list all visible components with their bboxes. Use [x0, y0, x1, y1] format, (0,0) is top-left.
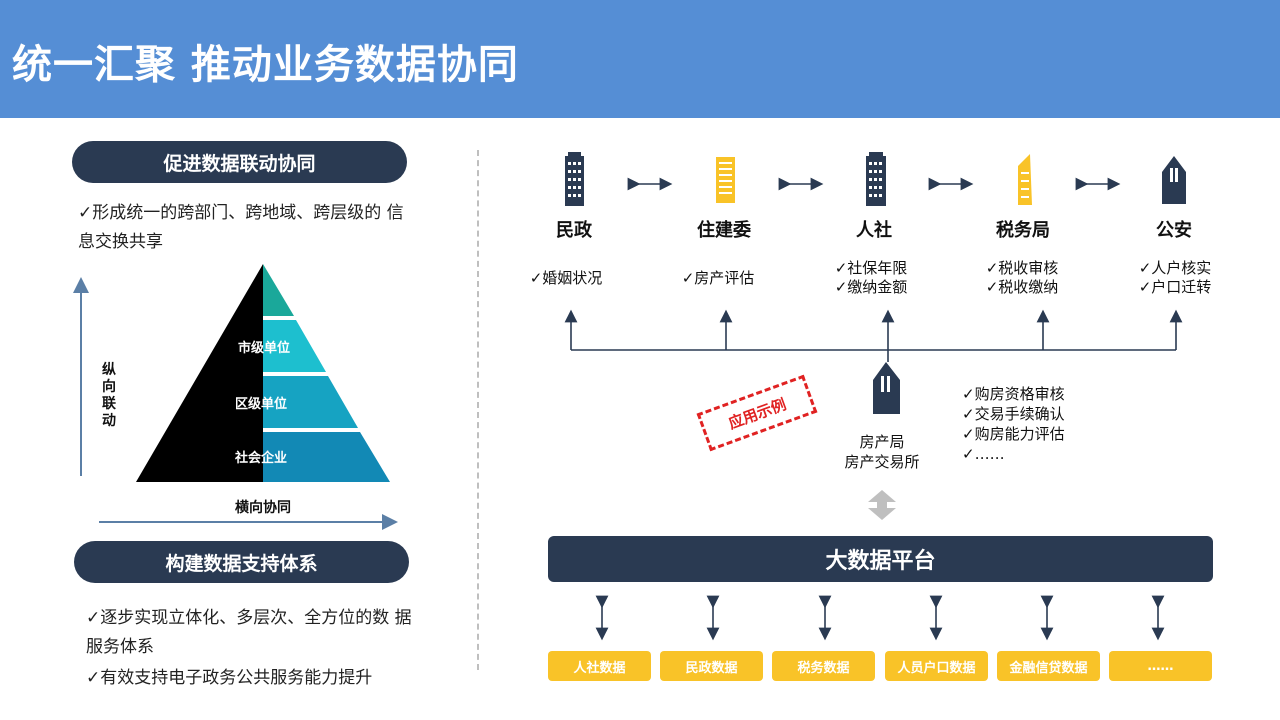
data-source-shuiwu: 税务数据: [772, 651, 875, 681]
column-divider: [477, 150, 479, 670]
agency-name-zhujianwei: 住建委: [697, 220, 751, 241]
building-icon-shuiwuju: [1018, 154, 1032, 205]
agency-items-gongan: ✓人户核实 ✓户口迁转: [1138, 259, 1212, 296]
agency-items-shuiwuju: ✓税收审核 ✓税收缴纳: [985, 259, 1059, 296]
pyramid-label-city: 市级单位: [238, 340, 290, 356]
agency-name-shuiwuju: 税务局: [996, 220, 1050, 241]
pyramid-level-district: [263, 376, 358, 428]
data-source-jinrong: 金融信贷数据: [997, 651, 1100, 681]
building-icon-renshe: [866, 152, 886, 206]
building-icon-gongan: [1162, 156, 1186, 204]
bullet-service-system: ✓逐步实现立体化、多层次、全方位的数 据服务体系: [86, 608, 412, 657]
building-icon-minzheng: [565, 152, 584, 206]
pyramid-label-enterprise: 社会企业: [234, 450, 287, 466]
section-title-data-support: 构建数据支持体系: [74, 541, 409, 583]
section-title-data-linkage: 促进数据联动协同: [72, 141, 407, 183]
agency-name-gongan: 公安: [1156, 220, 1192, 241]
data-source-arrows: [595, 595, 1165, 641]
data-source-hukou: 人员户口数据: [885, 651, 988, 681]
vertical-axis-label: 纵向联动: [102, 361, 117, 429]
pyramid-level-top: [263, 264, 294, 316]
pyramid-level-enterprise: [263, 432, 390, 482]
data-source-minzheng: 民政数据: [660, 651, 763, 681]
data-source-renshe: 人社数据: [548, 651, 651, 681]
vertical-axis-label-text: 纵向联动: [102, 361, 117, 429]
bullet-egov-capability: ✓有效支持电子政务公共服务能力提升: [86, 668, 373, 688]
center-agency-label: 房产局 房产交易所: [844, 433, 920, 471]
center-agency-items: ✓购房资格审核 ✓交易手续确认 ✓购房能力评估 ✓……: [962, 385, 1065, 463]
agency-name-renshe: 人社: [856, 220, 892, 241]
pyramid: 市级单位 区级单位 社会企业: [136, 264, 390, 482]
building-icon-fangchanju: [873, 362, 900, 414]
horizontal-axis-label: 横向协同: [235, 499, 291, 516]
agency-items-zhujianwei: ✓房产评估: [681, 269, 755, 287]
pyramid-label-district: 区级单位: [235, 396, 287, 412]
page-title: 统一汇聚 推动业务数据协同: [12, 42, 519, 88]
agency-name-minzheng: 民政: [556, 220, 592, 241]
bullet-info-sharing: ✓形成统一的跨部门、跨地域、跨层级的 信息交换共享: [78, 203, 404, 252]
header-banner: 统一汇聚 推动业务数据协同: [0, 0, 1280, 118]
pyramid-left-half: [136, 264, 263, 482]
pyramid-level-city: [263, 320, 326, 372]
agency-items-minzheng: ✓婚姻状况: [529, 269, 603, 287]
platform-exchange-arrow: [868, 490, 896, 520]
agency-items-renshe: ✓社保年限 ✓缴纳金额: [834, 259, 908, 296]
data-source-more: ……: [1109, 651, 1212, 681]
big-data-platform: 大数据平台: [548, 536, 1213, 582]
distribution-bus: [564, 309, 1183, 362]
building-icon-zhujianwei: [716, 157, 735, 203]
